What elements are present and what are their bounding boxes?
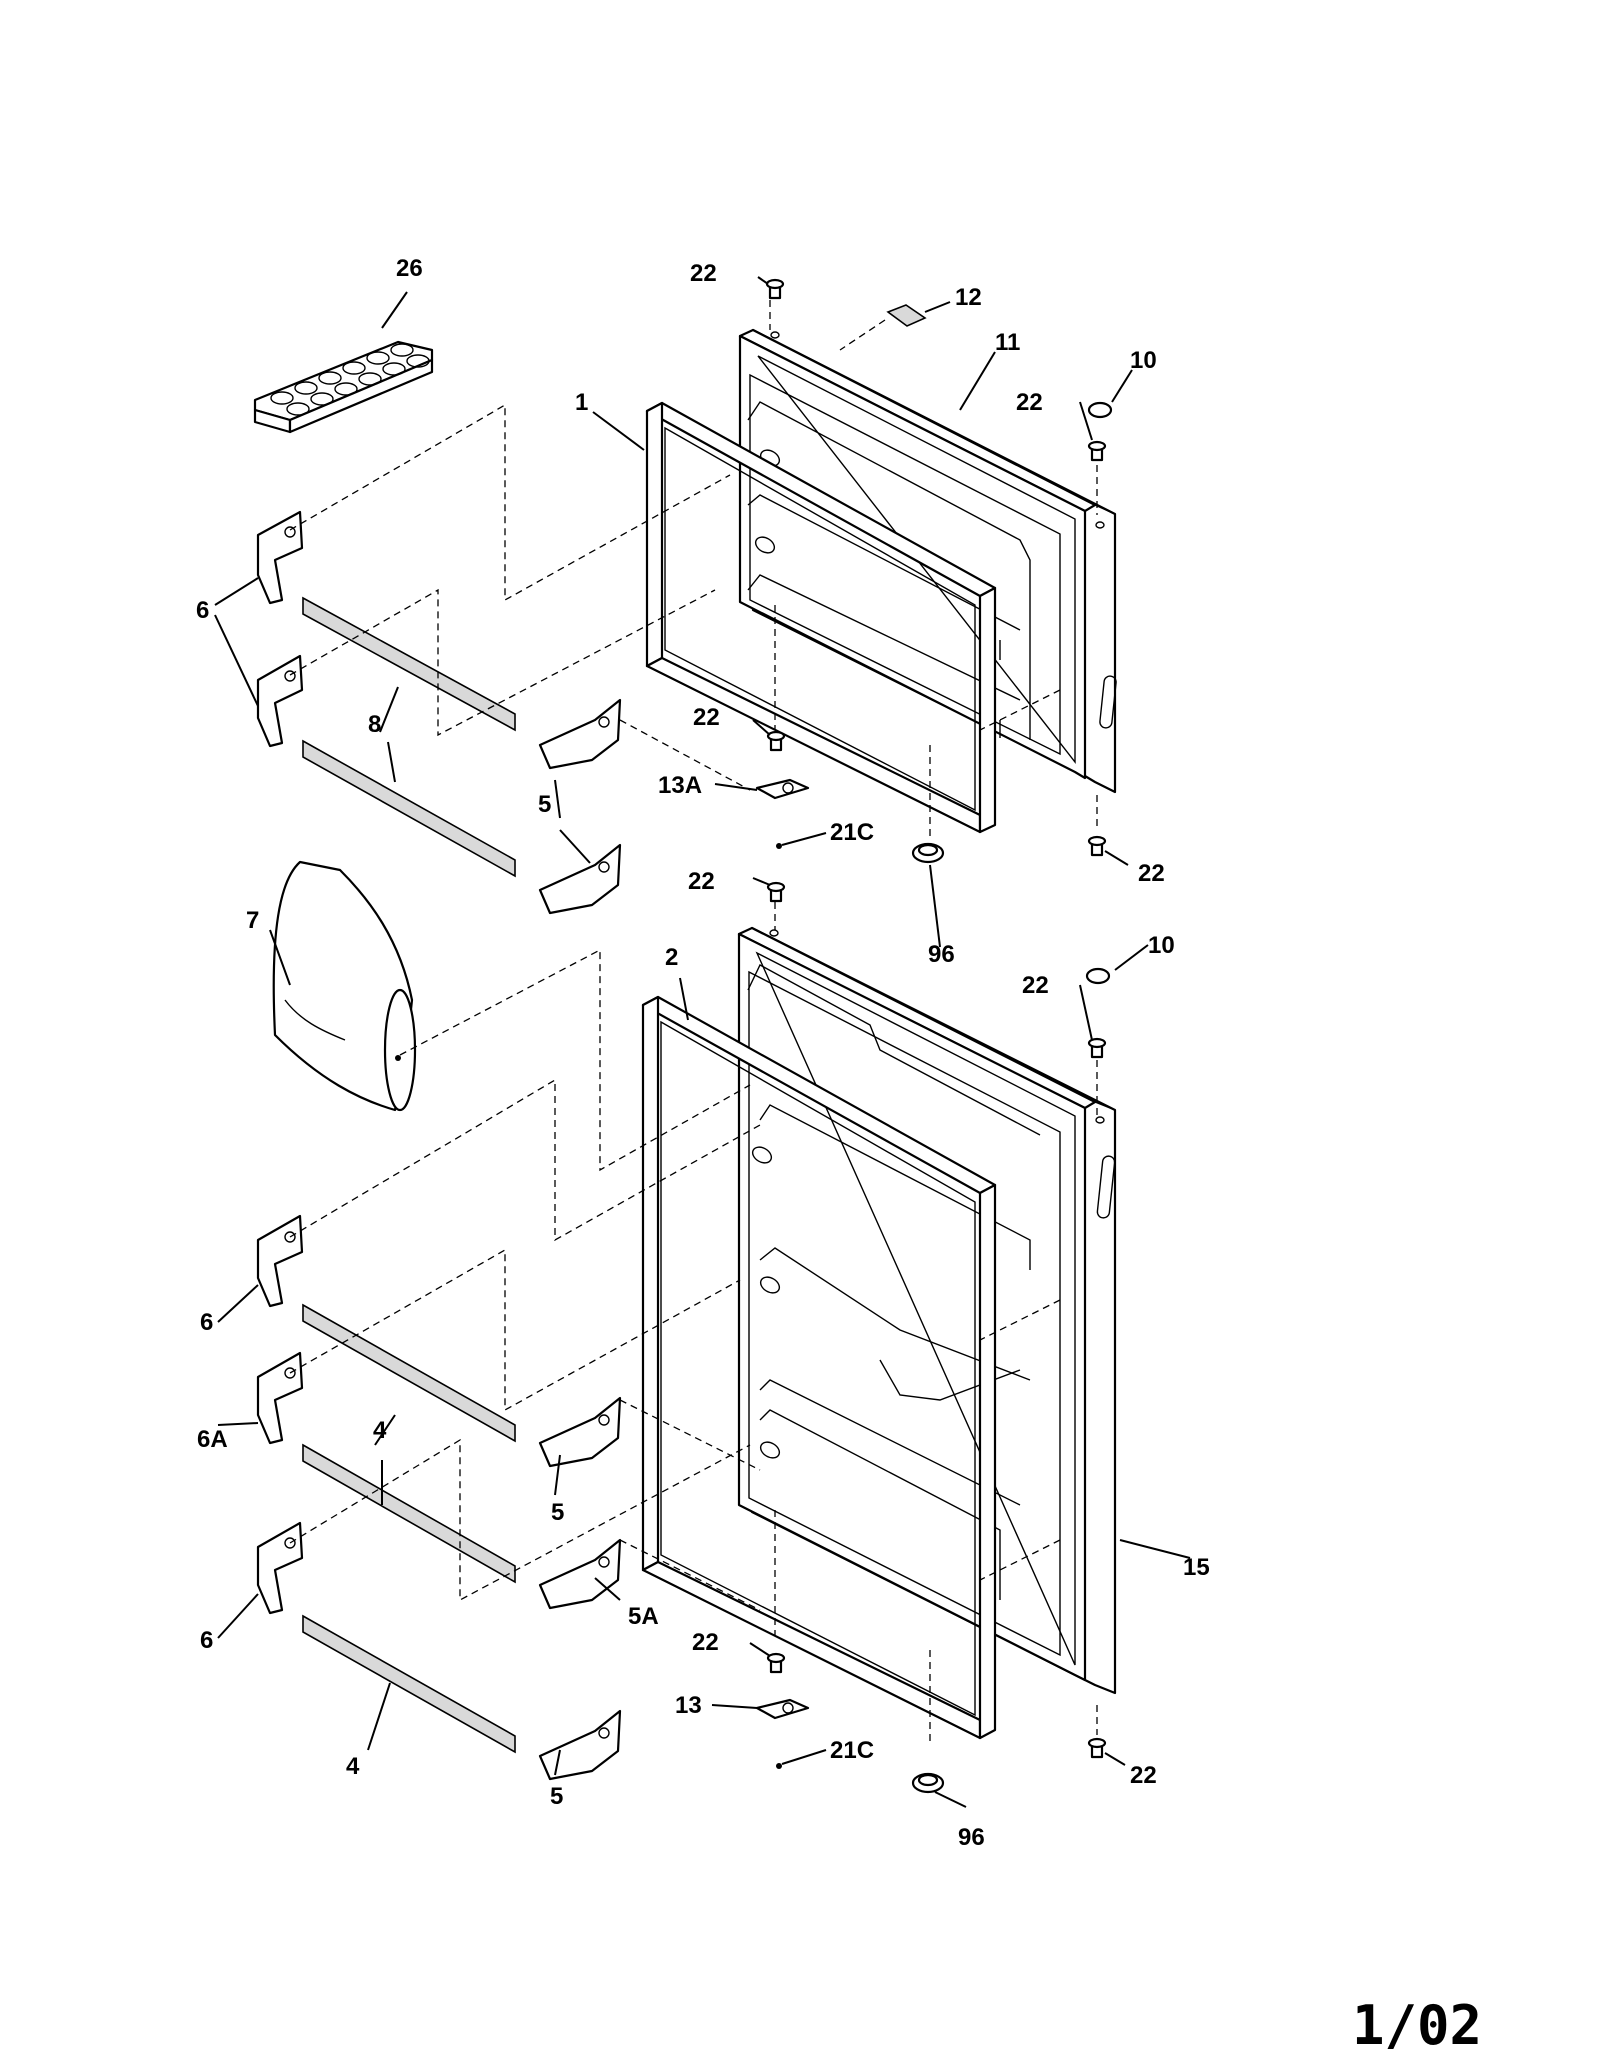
fresh-food-door-gasket bbox=[641, 995, 997, 1740]
callout-6-lower-a: 6 bbox=[200, 1309, 213, 1336]
assembly-dashed-lines bbox=[289, 300, 1098, 1745]
shelf-bracket-left-1 bbox=[256, 510, 304, 605]
callout-96-lower: 96 bbox=[958, 1824, 985, 1851]
callout-21C-upper: 21C bbox=[830, 819, 874, 846]
callout-11: 11 bbox=[995, 329, 1020, 356]
callout-12: 12 bbox=[955, 284, 982, 311]
shelf-bracket-right-3 bbox=[538, 1396, 622, 1468]
callout-22-a: 22 bbox=[690, 260, 717, 287]
shelf-bracket-right-5 bbox=[538, 1709, 622, 1781]
hinge-plugs bbox=[1085, 401, 1113, 985]
screws bbox=[765, 278, 1107, 1759]
shelf-rail-8-lower bbox=[302, 739, 516, 878]
freezer-door-gasket bbox=[645, 401, 997, 834]
callout-13A: 13A bbox=[658, 772, 702, 799]
freezer-handle-recess bbox=[1099, 675, 1117, 729]
callout-7: 7 bbox=[246, 907, 259, 934]
shelf-rail-4-middle bbox=[302, 1443, 516, 1584]
callout-4-lower: 4 bbox=[346, 1753, 360, 1780]
fresh-food-door-outer-panel bbox=[737, 926, 1117, 1695]
callout-21C-lower: 21C bbox=[830, 1737, 874, 1764]
callout-labels: 26 1 2 7 6 8 5 6 6A 6 4 4 5 5A 5 12 11 1… bbox=[196, 255, 1210, 1851]
shelf-bracket-left-2 bbox=[256, 654, 304, 748]
callout-2: 2 bbox=[665, 944, 678, 971]
callout-22-c: 22 bbox=[693, 704, 720, 731]
ice-cube-tray bbox=[253, 340, 434, 434]
shelf-rail-4-upper bbox=[302, 1303, 516, 1443]
freezer-door-inner-liner bbox=[747, 401, 1031, 740]
callout-6A: 6A bbox=[197, 1426, 228, 1453]
callout-5-lower-b: 5 bbox=[550, 1783, 563, 1810]
callout-22-d: 22 bbox=[1138, 860, 1165, 887]
callout-6-upper-a: 6 bbox=[196, 597, 209, 624]
shelf-bracket-right-4 bbox=[538, 1538, 622, 1610]
shelf-bracket-right-1 bbox=[538, 698, 622, 770]
callout-22-b: 22 bbox=[1016, 389, 1043, 416]
shelf-bracket-right-2 bbox=[538, 843, 622, 915]
fresh-food-door-inner-liner bbox=[747, 964, 1041, 1600]
dairy-container bbox=[272, 860, 417, 1112]
callout-22-g: 22 bbox=[692, 1629, 719, 1656]
callout-10-upper: 10 bbox=[1130, 347, 1157, 374]
callout-22-h: 22 bbox=[1130, 1762, 1157, 1789]
callout-96-upper: 96 bbox=[928, 941, 955, 968]
callout-13: 13 bbox=[675, 1692, 702, 1719]
callout-5-upper-a: 5 bbox=[538, 791, 551, 818]
callout-22-e: 22 bbox=[688, 868, 715, 895]
callout-5A: 5A bbox=[628, 1603, 659, 1630]
shelf-rail-4-lower bbox=[302, 1614, 516, 1754]
callout-22-f: 22 bbox=[1022, 972, 1049, 999]
callout-8: 8 bbox=[368, 711, 381, 738]
page-number: 1/02 bbox=[1352, 1994, 1482, 2057]
callout-26: 26 bbox=[396, 255, 423, 282]
callout-1: 1 bbox=[575, 389, 588, 416]
callout-6-lower-b: 6 bbox=[200, 1627, 213, 1654]
door-stop-bumpers bbox=[911, 842, 945, 1794]
shelf-bracket-left-4 bbox=[256, 1351, 304, 1445]
shelf-bracket-left-5 bbox=[256, 1521, 304, 1615]
shelf-bracket-left-3 bbox=[256, 1214, 304, 1308]
callout-5-lower-a: 5 bbox=[551, 1499, 564, 1526]
callout-15: 15 bbox=[1183, 1554, 1210, 1581]
label-plate bbox=[886, 304, 927, 327]
hinge-pin-brackets bbox=[755, 778, 810, 1769]
callout-leaders bbox=[214, 276, 1191, 1808]
callout-10-lower: 10 bbox=[1148, 932, 1175, 959]
callout-4-upper: 4 bbox=[373, 1417, 387, 1444]
shelf-rail-8-upper bbox=[302, 596, 516, 732]
fresh-food-handle-recess bbox=[1096, 1155, 1116, 1219]
